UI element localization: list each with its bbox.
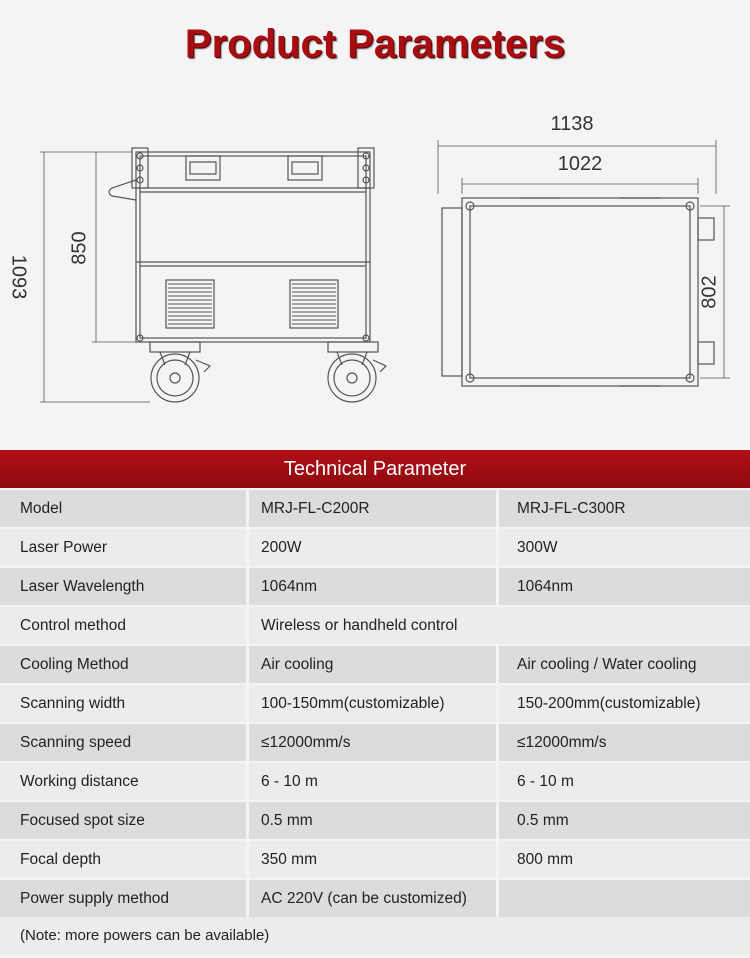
c200-value: 350 mm — [249, 841, 496, 878]
row-label: Scanning speed — [0, 724, 246, 761]
technical-drawing: 1093 850 1138 1022 802 — [8, 113, 730, 403]
table-row: Model MRJ-FL-C200R MRJ-FL-C300R — [0, 490, 750, 527]
row-label: Model — [0, 490, 246, 527]
top-frame — [461, 197, 699, 387]
row-label: Cooling Method — [0, 646, 246, 683]
parameter-table: Model MRJ-FL-C200R MRJ-FL-C300R Laser Po… — [0, 490, 750, 919]
wheel-left — [150, 353, 200, 403]
footnote: (Note: more powers can be available) — [0, 917, 750, 955]
dim-depth: 802 — [698, 275, 720, 308]
table-row: Scanning speed ≤12000mm/s ≤12000mm/s — [0, 724, 750, 761]
table-row: Focused spot size 0.5 mm 0.5 mm — [0, 802, 750, 839]
row-label: Focused spot size — [0, 802, 246, 839]
row-label: Laser Power — [0, 529, 246, 566]
c300-value: Air cooling / Water cooling — [499, 646, 750, 683]
dim-total-width: 1138 — [550, 113, 593, 135]
table-row: Cooling Method Air cooling Air cooling /… — [0, 646, 750, 683]
c300-value: 800 mm — [499, 841, 750, 878]
c200-value: ≤12000mm/s — [249, 724, 496, 761]
row-label: Power supply method — [0, 880, 246, 917]
merged-value: Wireless or handheld control — [249, 607, 750, 644]
table-row: Laser Wavelength 1064nm 1064nm — [0, 568, 750, 605]
c200-value: 6 - 10 m — [249, 763, 496, 800]
c200-value: MRJ-FL-C200R — [249, 490, 496, 527]
c200-value: 100-150mm(customizable) — [249, 685, 496, 722]
c300-value: 150-200mm(customizable) — [499, 685, 750, 722]
row-label: Control method — [0, 607, 246, 644]
row-label: Laser Wavelength — [0, 568, 246, 605]
c300-value: ≤12000mm/s — [499, 724, 750, 761]
c200-value: 200W — [249, 529, 496, 566]
dim-total-height: 1093 — [8, 255, 30, 300]
c300-value: 300W — [499, 529, 750, 566]
section-title: Technical Parameter — [0, 450, 750, 488]
dim-body-width: 1022 — [558, 153, 603, 175]
c300-value: 0.5 mm — [499, 802, 750, 839]
page-title: Product Parameters — [184, 22, 566, 66]
front-frame — [135, 151, 371, 343]
dim-body-height: 850 — [68, 231, 90, 264]
table-row: Scanning width 100-150mm(customizable) 1… — [0, 685, 750, 722]
table-row: Control method Wireless or handheld cont… — [0, 607, 750, 644]
table-row: Laser Power 200W 300W — [0, 529, 750, 566]
c200-value: 0.5 mm — [249, 802, 496, 839]
table-row: Working distance 6 - 10 m 6 - 10 m — [0, 763, 750, 800]
table-row: Focal depth 350 mm 800 mm — [0, 841, 750, 878]
row-label: Working distance — [0, 763, 246, 800]
c300-value: 1064nm — [499, 568, 750, 605]
c200-value: Air cooling — [249, 646, 496, 683]
c300-value: 6 - 10 m — [499, 763, 750, 800]
wheel-right — [327, 353, 377, 403]
table-row: Power supply method AC 220V (can be cust… — [0, 880, 750, 917]
c300-value — [499, 880, 750, 917]
row-label: Scanning width — [0, 685, 246, 722]
c200-value: 1064nm — [249, 568, 496, 605]
row-label: Focal depth — [0, 841, 246, 878]
c200-value: AC 220V (can be customized) — [249, 880, 496, 917]
c300-value: MRJ-FL-C300R — [499, 490, 750, 527]
